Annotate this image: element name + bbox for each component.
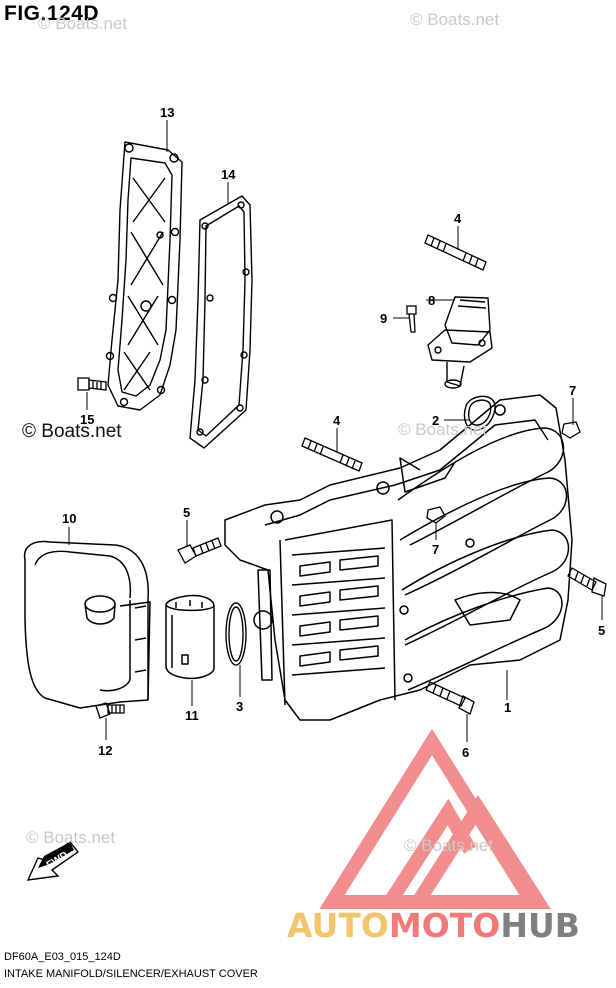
bolt-part-15 — [77, 377, 107, 391]
stud-bolt-part-4b — [301, 437, 363, 472]
brand-logo-mark — [319, 728, 551, 909]
leader-lines — [68, 120, 603, 742]
callout-5-left: 5 — [183, 505, 190, 520]
callout-7-center: 7 — [432, 542, 439, 557]
intake-manifold-part-1 — [224, 394, 573, 721]
o-ring-part-3 — [225, 602, 247, 666]
bolt-part-9 — [406, 305, 417, 333]
forward-direction-arrow — [26, 841, 80, 881]
silencer-part-10 — [23, 540, 151, 709]
brand-part-auto: AUTO — [287, 906, 389, 945]
callout-7-right: 7 — [569, 383, 576, 398]
bolt-part-12 — [95, 702, 125, 719]
brand-part-hub: HUB — [500, 906, 580, 945]
bolt-part-7-center — [426, 506, 446, 524]
bolt-part-5-right — [567, 567, 607, 597]
callout-14: 14 — [221, 167, 236, 182]
watermark-left-mid: © Boats.net — [22, 421, 122, 442]
bolt-part-7-right — [561, 421, 581, 439]
watermark-bottom-right: © Boats.net — [404, 836, 494, 855]
callout-15: 15 — [80, 412, 94, 427]
callout-3: 3 — [236, 699, 243, 714]
brand-part-moto: MOTO — [388, 906, 501, 945]
watermark-top-right: © Boats.net — [410, 10, 500, 29]
exhaust-cover-part-13 — [105, 141, 183, 411]
callout-2: 2 — [432, 413, 439, 428]
callout-6: 6 — [462, 745, 469, 760]
bolt-part-6 — [425, 681, 475, 715]
gasket-part-14 — [189, 195, 253, 449]
callout-12: 12 — [98, 743, 112, 758]
bolt-part-5-left — [177, 537, 222, 564]
callout-numbers: 13 14 4 8 9 7 15 2 4 5 10 7 5 3 1 11 12 … — [62, 105, 605, 760]
figure-title: FIG.124D — [4, 2, 100, 25]
callout-13: 13 — [160, 105, 174, 120]
footer-description: INTAKE MANIFOLD/SILENCER/EXHAUST COVER — [4, 968, 258, 980]
stud-bolt-part-4a — [424, 234, 487, 271]
footer-code: DF60A_E03_015_124D — [4, 951, 121, 963]
callout-4-top: 4 — [454, 211, 462, 226]
callout-4-mid: 4 — [333, 413, 341, 428]
callout-9: 9 — [380, 311, 387, 326]
watermark-bottom-left: © Boats.net — [26, 828, 116, 847]
watermark-center: © Boats.net — [398, 420, 488, 439]
callout-10: 10 — [62, 511, 76, 526]
callout-8: 8 — [428, 293, 435, 308]
callout-11: 11 — [185, 708, 199, 723]
watermark-top-left: © Boats.net — [38, 14, 128, 33]
sensor-part-8 — [427, 296, 493, 389]
callout-5-right: 5 — [598, 623, 605, 638]
adapter-part-11 — [165, 594, 215, 680]
brand-wordmark: AUTOMOTOHUB — [287, 906, 580, 945]
callout-1: 1 — [504, 700, 511, 715]
